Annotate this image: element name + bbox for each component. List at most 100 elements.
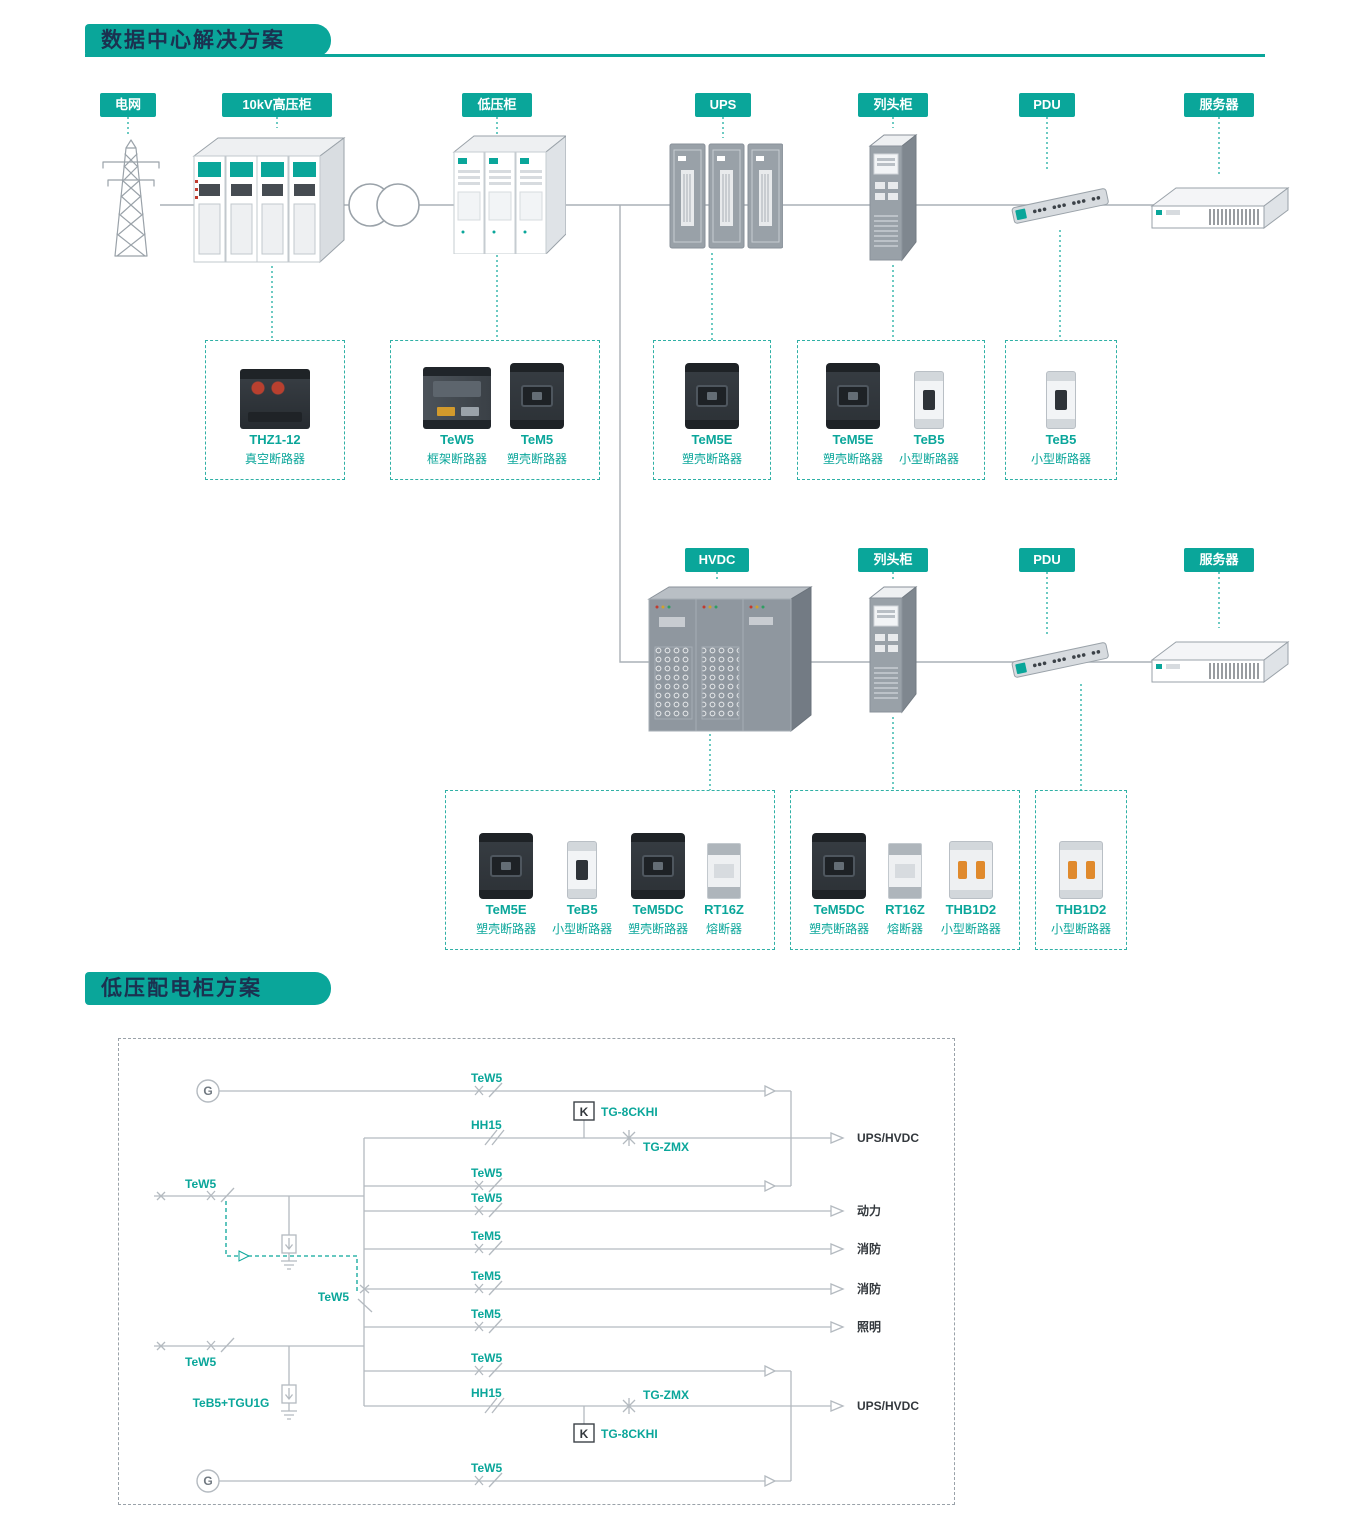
product-desc: 塑壳断路器 (809, 922, 870, 936)
product-desc: 小型断路器 (552, 922, 613, 936)
output-power-label: 动力 (857, 1203, 881, 1218)
pdu-graphic (1011, 642, 1109, 678)
product: TeW5 框架断路器 (422, 367, 491, 467)
spd-label: TG-ZMX (643, 1388, 689, 1402)
product-box-row-cabinet-2-breakers: TeM5DC 塑壳断路器 RT16Z 熔断器 THB1D2 小型断路器 (790, 790, 1020, 950)
equipment-label-pdu: PDU (1019, 93, 1075, 117)
pdu-graphic (1011, 188, 1109, 224)
mcb-image (1045, 371, 1076, 429)
row-cabinet-illustration (862, 130, 924, 269)
product-name: RT16Z (704, 902, 744, 917)
product-desc: 塑壳断路器 (681, 452, 742, 466)
product: TeB5 小型断路器 (1031, 371, 1091, 467)
fuse-image (887, 843, 922, 899)
product: TeM5DC 塑壳断路器 (809, 833, 869, 937)
product: TeB5 小型断路器 (552, 841, 612, 937)
product-desc: 塑壳断路器 (476, 922, 537, 936)
product-name: TeM5E (485, 902, 527, 917)
output-lighting-label: 照明 (857, 1319, 881, 1334)
product-desc: 真空断路器 (244, 452, 305, 466)
product: TeM5E 塑壳断路器 (823, 363, 883, 467)
product: THB1D2 小型断路器 (1051, 841, 1111, 937)
vacuum-breaker-image (240, 369, 310, 429)
hvdc-cabinet-illustration (645, 583, 815, 738)
section-title-datacenter: 数据中心解决方案 (85, 24, 331, 57)
hv-switchgear-illustration (182, 130, 347, 270)
server-graphic (1150, 641, 1290, 683)
transformer-graphic (348, 183, 420, 227)
product-box-row-cabinet-breakers: TeM5E 塑壳断路器 TeB5 小型断路器 (797, 340, 985, 480)
product-desc: 框架断路器 (426, 452, 487, 466)
mccb-image (479, 833, 534, 899)
equipment-label-10kv-cabinet: 10kV高压柜 (222, 93, 332, 117)
mcb-2pole-image (1058, 841, 1103, 899)
equipment-label-row-cabinet: 列头柜 (858, 93, 928, 117)
product: TeM5DC 塑壳断路器 (628, 833, 688, 937)
product: RT16Z 熔断器 (704, 843, 744, 937)
product-desc: 熔断器 (706, 922, 743, 936)
product-box-pdu-2-breaker: THB1D2 小型断路器 (1035, 790, 1127, 950)
breaker-label: TeM5 (471, 1307, 501, 1321)
mcb-image (567, 841, 598, 899)
product-box-ups-breaker: TeM5E 塑壳断路器 (653, 340, 771, 480)
product-name: TeB5 (1045, 432, 1077, 447)
contactor-k-label: K (580, 1105, 589, 1119)
mccb-dc-image (812, 833, 867, 899)
air-circuit-breaker-image (422, 367, 491, 429)
product-name: TeM5DC (632, 902, 684, 917)
product-box-hvdc-breakers: TeM5E 塑壳断路器 TeB5 小型断路器 TeM5DC 塑壳断路器 RT16… (445, 790, 775, 950)
surge-arrester-label: TeB5+TGU1G (193, 1396, 270, 1410)
product-name: THB1D2 (1055, 902, 1107, 917)
generator-bottom-label: G (203, 1474, 212, 1488)
lv-cabinet-illustration (448, 130, 568, 259)
equipment-label-pdu-2: PDU (1019, 548, 1075, 572)
spd-label: TG-ZMX (643, 1140, 689, 1154)
controller-label: TG-8CKHI (601, 1427, 658, 1441)
product-desc: 熔断器 (886, 922, 923, 936)
section-underline (85, 54, 1265, 57)
fuse-switch-label: HH15 (471, 1386, 502, 1400)
row-cabinet-2-illustration (862, 582, 924, 721)
product-name: THB1D2 (945, 902, 997, 917)
schematic-labels: G G TeW5 HH15 TeW5 TeW5 TeM5 TeM5 TeM5 T… (185, 1071, 919, 1488)
product-name: RT16Z (885, 902, 925, 917)
mccb-dc-image (631, 833, 686, 899)
product-desc: 塑壳断路器 (506, 452, 567, 466)
incoming-breaker-label: TeW5 (185, 1177, 216, 1191)
ups-graphic (669, 143, 784, 249)
pdu-2-illustration (1006, 628, 1114, 695)
output-ups-hvdc-label: UPS/HVDC (857, 1399, 919, 1413)
equipment-label-power-grid: 电网 (100, 93, 156, 117)
contactor-k-label: K (580, 1427, 589, 1441)
mccb-image (684, 363, 739, 429)
power-grid-tower-illustration (95, 138, 167, 267)
fuse-switch-label: HH15 (471, 1118, 502, 1132)
product-desc: 小型断路器 (1030, 452, 1091, 466)
breaker-label: TeW5 (471, 1071, 502, 1085)
interlock-triangle (238, 1250, 251, 1262)
breaker-label: TeW5 (471, 1461, 502, 1475)
generator-top-label: G (203, 1084, 212, 1098)
breaker-label: TeW5 (471, 1191, 502, 1205)
ups-illustration (668, 140, 784, 257)
output-fire-label: 消防 (857, 1281, 881, 1296)
product: TeB5 小型断路器 (899, 371, 959, 467)
product-name: TeM5E (691, 432, 733, 447)
server-2-illustration (1146, 630, 1291, 693)
product: TeM5 塑壳断路器 (507, 363, 567, 467)
mccb-image (825, 363, 880, 429)
product: RT16Z 熔断器 (885, 843, 925, 937)
breaker-label: TeM5 (471, 1269, 501, 1283)
product: TeM5E 塑壳断路器 (476, 833, 536, 937)
row-cabinet-graphic (868, 133, 918, 262)
product: THB1D2 小型断路器 (941, 841, 1001, 937)
hvdc-cabinet-graphic (647, 586, 813, 733)
hv-switchgear-graphic (192, 137, 346, 264)
output-ups-hvdc-label: UPS/HVDC (857, 1131, 919, 1145)
equipment-label-server: 服务器 (1184, 93, 1254, 117)
product-desc: 小型断路器 (940, 922, 1001, 936)
breaker-label: TeW5 (471, 1166, 502, 1180)
product-name: THZ1-12 (249, 432, 301, 447)
lv-cabinet-graphic (452, 134, 568, 256)
